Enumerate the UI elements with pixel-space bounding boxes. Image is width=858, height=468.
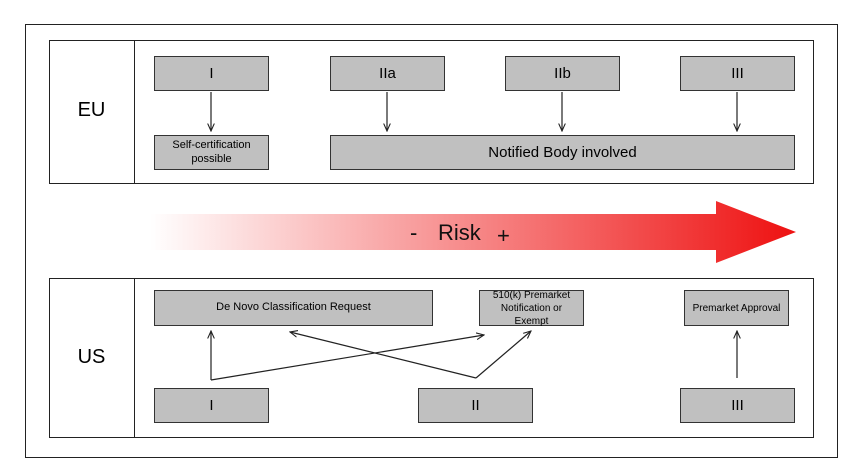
- us-arrow-I-to-510k: [210, 335, 484, 381]
- us-class-III-box: III: [680, 388, 795, 423]
- us-class-II-box: II: [418, 388, 533, 423]
- us-panel-divider: [134, 278, 135, 438]
- eu-class-I-box: I: [154, 56, 269, 91]
- us-de-novo-box: De Novo Classification Request: [154, 290, 433, 326]
- eu-notified-body-box: Notified Body involved: [330, 135, 795, 170]
- eu-label: EU: [77, 99, 106, 121]
- us-510k-box: 510(k) Premarket Notification or Exempt: [479, 290, 584, 327]
- us-arrow-II-to-510k: [475, 331, 531, 379]
- risk-label: Risk: [438, 220, 481, 245]
- us-premarket-approval-box: Premarket Approval: [684, 290, 789, 326]
- eu-self-certification-box: Self-certification possible: [154, 135, 269, 170]
- risk-plus-sign: +: [497, 223, 510, 248]
- eu-panel-divider: [134, 40, 135, 184]
- eu-class-IIb-box: IIb: [505, 56, 620, 91]
- us-class-I-box: I: [154, 388, 269, 423]
- risk-minus-sign: -: [410, 220, 418, 245]
- risk-gradient-arrow: [150, 201, 796, 263]
- eu-class-IIa-box: IIa: [330, 56, 445, 91]
- eu-class-III-box: III: [680, 56, 795, 91]
- us-arrow-II-to-de-novo: [290, 332, 477, 379]
- us-label: US: [77, 346, 106, 368]
